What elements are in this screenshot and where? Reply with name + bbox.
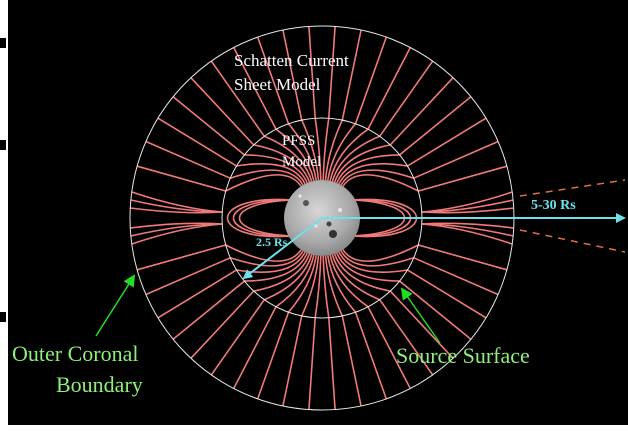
field-line	[342, 244, 508, 271]
schatten-model-label-line2: Sheet Model	[234, 75, 321, 94]
field-line	[131, 223, 223, 245]
source-surface-label: Source Surface	[396, 343, 530, 368]
field-line	[340, 250, 499, 296]
left-edge-mark	[0, 38, 6, 48]
inner-radius-label: 2.5 Rs	[256, 235, 288, 249]
field-line	[340, 140, 499, 186]
field-line	[130, 207, 223, 214]
source-surface-callout-arrow	[400, 287, 441, 344]
field-line	[145, 250, 304, 296]
pfss-model-label-line2: Model	[282, 154, 321, 170]
field-line	[232, 199, 293, 237]
field-line	[136, 165, 302, 192]
inner-radius-arrow	[242, 217, 323, 280]
schatten-model-label-line1: Schatten Current	[234, 51, 349, 70]
left-edge-mark	[0, 312, 6, 322]
current-sheet-extension-upper	[519, 179, 626, 197]
outer-radius-label: 5-30 Rs	[531, 198, 576, 213]
outer-coronal-boundary-label-line1: Outer Coronal	[12, 341, 138, 366]
field-line	[136, 244, 302, 271]
field-line	[342, 165, 508, 192]
pfss-model-label-line1: PFSS	[282, 133, 315, 149]
field-line	[238, 199, 293, 237]
field-line	[421, 207, 514, 214]
current-sheet-extension-lower	[519, 229, 626, 253]
outer-boundary-callout-arrow	[95, 274, 136, 337]
field-line	[145, 140, 304, 186]
outer-coronal-boundary-label-line2: Boundary	[56, 372, 143, 397]
field-line	[421, 223, 513, 245]
field-line	[226, 198, 293, 238]
left-edge-mark	[0, 140, 6, 150]
